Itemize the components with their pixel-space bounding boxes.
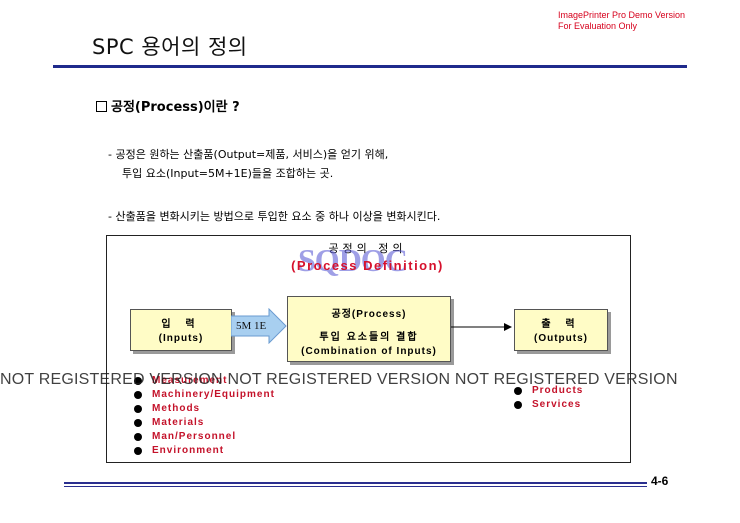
inputs-box: 입 력 (Inputs) (130, 309, 232, 351)
list-item: Measurement (134, 374, 275, 388)
section-heading: 공정(Process)이란 ? (96, 96, 240, 115)
slide-title: SPC 용어의 정의 (92, 35, 248, 59)
inputs-list: Measurement Machinery/Equipment Methods … (134, 374, 275, 458)
list-item: Services (514, 398, 583, 412)
footer-line (64, 482, 647, 484)
process-box-line3: (Combination of Inputs) (301, 346, 437, 357)
process-box-line1: 공정(Process) (331, 309, 407, 320)
output-arrow-icon (451, 323, 512, 331)
process-definition-frame (106, 235, 631, 463)
footer-line-thin (64, 486, 647, 487)
section-heading-text: 공정(Process)이란 ? (111, 100, 240, 115)
unregistered-banner: NOT REGISTERED VERSION NOT REGISTERED VE… (0, 371, 678, 388)
sqdoc-watermark: SQDOC (298, 242, 408, 278)
outputs-box: 출 력 (Outputs) (514, 309, 608, 351)
demo-watermark-line2: For Evaluation Only (558, 21, 638, 31)
arrow-label: 5M 1E (236, 320, 267, 332)
list-item: Products (514, 384, 583, 398)
list-item: Methods (134, 402, 275, 416)
page-number: 4-6 (651, 474, 669, 488)
diagram-title-en: (Process Definition) (291, 258, 444, 273)
paragraph-1-line-1: - 공정은 원하는 산출품(Output=제품, 서비스)을 얻기 위해, (108, 148, 389, 161)
input-arrow-icon (231, 308, 287, 344)
diagram-title-ko: 공정의 정의 (328, 242, 407, 255)
outputs-box-en: (Outputs) (534, 333, 588, 344)
title-underline (53, 65, 687, 68)
process-box-line2: 투입 요소들의 결합 (319, 332, 419, 343)
inputs-box-en: (Inputs) (158, 333, 204, 344)
checkbox-bullet-icon (96, 101, 107, 112)
list-item: Environment (134, 444, 275, 458)
inputs-box-ko: 입 력 (161, 319, 201, 330)
list-item: Machinery/Equipment (134, 388, 275, 402)
outputs-list: Products Services (514, 384, 583, 412)
outputs-box-ko: 출 력 (541, 319, 581, 330)
process-box: 공정(Process) 투입 요소들의 결합 (Combination of I… (287, 296, 451, 362)
paragraph-1-line-2: 투입 요소(Input=5M+1E)들을 조합하는 곳. (122, 167, 334, 180)
demo-watermark: ImagePrinter Pro Demo Version For Evalua… (558, 10, 728, 32)
demo-watermark-line1: ImagePrinter Pro Demo Version (558, 10, 686, 20)
paragraph-2: - 산출품을 변화시키는 방법으로 투입한 요소 중 하나 이상을 변화시킨다. (108, 210, 441, 223)
list-item: Materials (134, 416, 275, 430)
list-item: Man/Personnel (134, 430, 275, 444)
